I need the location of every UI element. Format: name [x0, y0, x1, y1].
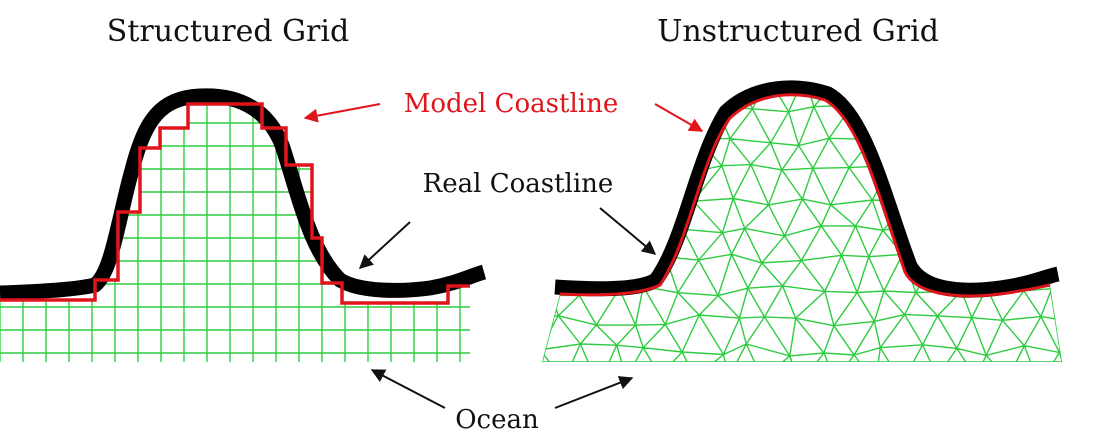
real-coastline-left [0, 88, 487, 301]
structured-grid [0, 104, 470, 362]
structured-grid-lines [0, 104, 470, 362]
unstructured-grid-title: Unstructured Grid [657, 14, 939, 49]
real-coastline-arrow-left [358, 221, 411, 269]
ocean-label: Ocean [455, 405, 539, 435]
model-coastline-left [0, 102, 470, 305]
model-coastline-label: Model Coastline [404, 89, 619, 119]
model-coastline-arrow-right [654, 103, 704, 132]
real-coastline-right [554, 80, 1060, 298]
ocean-arrow-left [370, 369, 446, 409]
unstructured-grid-lines [542, 94, 1062, 363]
unstructured-grid-boundary [542, 284, 1062, 363]
structured-grid-title: Structured Grid [107, 14, 349, 49]
model-coastline-arrow-left [303, 103, 381, 123]
real-coastline-arrow-right [599, 207, 657, 255]
unstructured-grid [542, 94, 1062, 363]
real-coastline-label: Real Coastline [423, 169, 614, 199]
ocean-arrow-right [554, 376, 634, 409]
model-coastline-right [559, 93, 1051, 298]
